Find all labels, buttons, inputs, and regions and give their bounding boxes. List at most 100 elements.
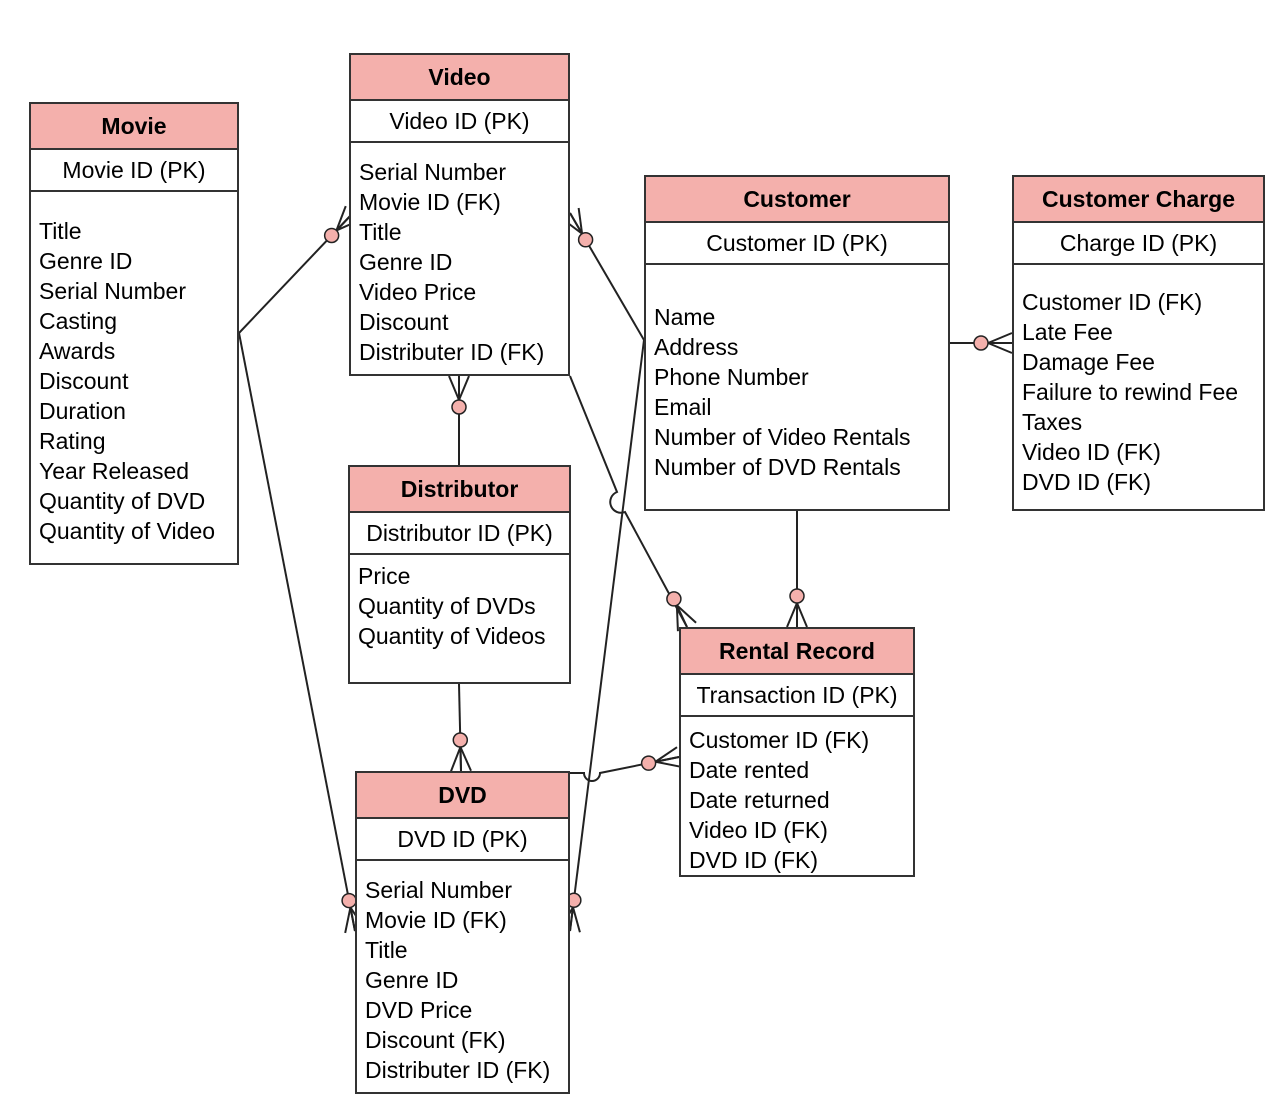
entity-video[interactable]: Video Video ID (PK) Serial Number Movie …	[349, 53, 570, 376]
crowfoot-rental-dvd-prong	[654, 746, 678, 763]
attribute-list: Customer ID (FK) Date rented Date return…	[681, 717, 913, 875]
primary-key: Video ID (PK)	[351, 101, 568, 143]
crowfoot-dvd-customer-prong	[572, 906, 581, 933]
primary-key: Distributor ID (PK)	[350, 513, 569, 555]
crowfoot-video-distributor-prong	[448, 375, 460, 401]
crowfoot-dvd-distributor-optional-circle	[452, 732, 469, 748]
crowfoot-charge-customer-prong	[987, 332, 1013, 344]
attribute: Name	[654, 304, 716, 330]
attribute-list: Customer ID (FK) Late Fee Damage Fee Fai…	[1014, 265, 1263, 497]
attribute: Number of DVD Rentals	[654, 454, 901, 480]
attribute: Customer ID (FK)	[689, 727, 870, 753]
crowfoot-video-movie-prong	[335, 205, 347, 231]
relationship-customer-dvd	[569, 339, 645, 932]
entity-title: DVD	[357, 773, 568, 819]
crowfoot-dvd-movie-prong	[344, 907, 352, 934]
entity-customer[interactable]: Customer Customer ID (PK) Name Address P…	[644, 175, 950, 511]
attribute: Video Price	[359, 279, 477, 305]
crowfoot-video-movie-optional-circle	[323, 227, 340, 244]
entity-movie[interactable]: Movie Movie ID (PK) Title Genre ID Seria…	[29, 102, 239, 565]
crowfoot-dvd-customer-prong	[569, 907, 574, 932]
crowfoot-rental-video-prong	[675, 605, 679, 632]
attribute-list: Price Quantity of DVDs Quantity of Video…	[350, 555, 569, 651]
primary-key: Transaction ID (PK)	[681, 675, 913, 717]
crowfoot-rental-video-optional-circle	[666, 591, 682, 607]
attribute: Customer ID (FK)	[1022, 289, 1203, 315]
crowfoot-rental-customer-prong	[786, 602, 798, 628]
entity-rental-record[interactable]: Rental Record Transaction ID (PK) Custom…	[679, 627, 915, 877]
attribute: Email	[654, 394, 712, 420]
entity-dvd[interactable]: DVD DVD ID (PK) Serial Number Movie ID (…	[355, 771, 570, 1094]
attribute: Casting	[39, 308, 117, 334]
attribute: Late Fee	[1022, 319, 1113, 345]
attribute: Year Released	[39, 458, 190, 484]
attribute: Discount	[359, 309, 449, 335]
attribute: Serial Number	[359, 159, 506, 185]
crowfoot-rental-dvd-prong	[655, 756, 680, 763]
attribute: Video ID (FK)	[689, 817, 828, 843]
crowfoot-rental-dvd-optional-circle	[640, 755, 657, 771]
crowfoot-video-distributor-prong	[458, 375, 470, 401]
attribute: Awards	[39, 338, 116, 364]
crowfoot-rental-video-prong	[675, 604, 688, 628]
attribute: Distributer ID (FK)	[359, 339, 545, 365]
primary-key: Charge ID (PK)	[1014, 223, 1263, 265]
crowfoot-video-customer-prong	[569, 212, 583, 235]
attribute-list: Serial Number Movie ID (FK) Title Genre …	[351, 143, 568, 367]
relationship-movie-dvd	[238, 332, 356, 932]
attribute: Discount (FK)	[365, 1027, 506, 1053]
entity-distributor[interactable]: Distributor Distributor ID (PK) Price Qu…	[348, 465, 571, 684]
attribute: Phone Number	[654, 364, 809, 390]
attribute: Number of Video Rentals	[654, 424, 911, 450]
attribute: Discount	[39, 368, 129, 394]
attribute-list: Title Genre ID Serial Number Casting Awa…	[31, 192, 237, 546]
attribute: Damage Fee	[1022, 349, 1155, 375]
primary-key: DVD ID (PK)	[357, 819, 568, 861]
crowfoot-rental-customer-optional-circle	[789, 588, 805, 604]
crowfoot-charge-customer-optional-circle	[973, 335, 989, 351]
attribute: Date returned	[689, 787, 830, 813]
attribute: Quantity of DVD	[39, 488, 206, 514]
attribute: Movie ID (FK)	[359, 189, 501, 215]
entity-title: Rental Record	[681, 629, 913, 675]
crowfoot-video-customer-prong	[577, 207, 584, 234]
entity-title: Video	[351, 55, 568, 101]
crowfoot-dvd-distributor-prong	[450, 746, 462, 772]
crowfoot-dvd-movie-optional-circle	[341, 892, 357, 909]
relationship-dvd-rental	[570, 756, 680, 782]
entity-title: Customer	[646, 177, 948, 223]
attribute: Date rented	[689, 757, 810, 783]
attribute-list: Name Address Phone Number Email Number o…	[646, 265, 948, 482]
attribute: DVD ID (FK)	[689, 847, 819, 873]
attribute: Movie ID (FK)	[365, 907, 507, 933]
attribute: Genre ID	[39, 248, 133, 274]
attribute: DVD Price	[365, 997, 473, 1023]
crowfoot-dvd-distributor-prong	[459, 746, 462, 772]
primary-key: Movie ID (PK)	[31, 150, 237, 192]
attribute: Price	[358, 563, 411, 589]
crowfoot-video-customer-optional-circle	[577, 232, 594, 248]
attribute: Title	[359, 219, 402, 245]
attribute-list: Serial Number Movie ID (FK) Title Genre …	[357, 861, 568, 1085]
crowfoot-dvd-distributor-prong	[459, 746, 472, 772]
attribute: Serial Number	[39, 278, 186, 304]
attribute: Genre ID	[365, 967, 459, 993]
crowfoot-rental-customer-prong	[796, 602, 808, 628]
attribute: Failure to rewind Fee	[1022, 379, 1239, 405]
attribute: Taxes	[1022, 409, 1083, 435]
attribute: Serial Number	[365, 877, 512, 903]
crowfoot-dvd-movie-prong	[349, 907, 356, 932]
primary-key: Customer ID (PK)	[646, 223, 948, 265]
crowfoot-rental-dvd-prong	[655, 760, 682, 768]
attribute: DVD ID (FK)	[1022, 469, 1152, 495]
relationship-video-rental	[569, 375, 688, 628]
attribute: Title	[365, 937, 408, 963]
entity-title: Movie	[31, 104, 237, 150]
crowfoot-video-distributor-optional-circle	[451, 399, 467, 415]
attribute: Duration	[39, 398, 126, 424]
entity-customer-charge[interactable]: Customer Charge Charge ID (PK) Customer …	[1012, 175, 1265, 511]
attribute: Distributer ID (FK)	[365, 1057, 551, 1083]
crowfoot-rental-video-prong	[676, 604, 697, 624]
attribute: Title	[39, 218, 82, 244]
